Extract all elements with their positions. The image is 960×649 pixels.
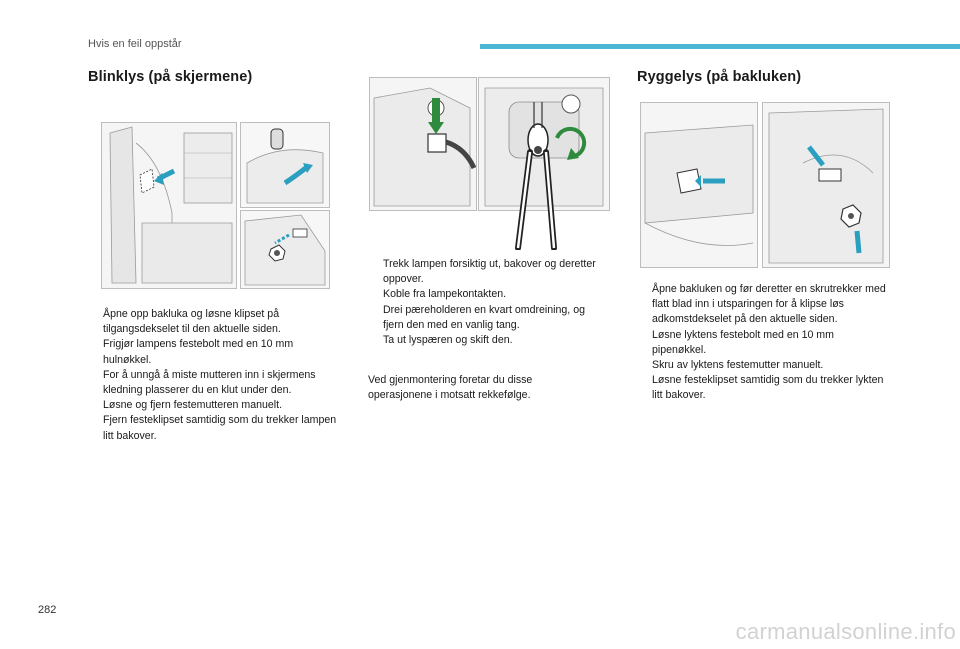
middle-instructions: Trekk lampen forsiktig ut, bakover og de… xyxy=(368,257,608,348)
list-item: Løsne festeklipset samtidig som du trekk… xyxy=(652,374,884,402)
list-item: Ta ut lyspæren og skift den. xyxy=(383,334,513,347)
list-item: Skru av lyktens festemutter manuelt. xyxy=(652,359,824,372)
tailgate-cover-drawing xyxy=(641,103,757,267)
illustration-bulb-holder xyxy=(478,77,610,211)
list-item: Drei pæreholderen en kvart omdreining, o… xyxy=(383,303,585,331)
section-title: Hvis en feil oppstår xyxy=(88,38,182,50)
right-instructions: Åpne bakluken og før deretter en skrutre… xyxy=(637,282,889,404)
fastening-nut-drawing xyxy=(241,211,329,288)
list-item: Åpne opp bakluka og løsne klipset på til… xyxy=(103,308,281,336)
list-item: For å unngå å miste mutteren inn i skjer… xyxy=(103,368,316,397)
illustration-cover-clip xyxy=(240,122,330,208)
list-item: Koble fra lampekontakten. xyxy=(383,288,507,301)
illustration-lamp-removal xyxy=(369,77,477,211)
left-instructions: Åpne opp bakluka og løsne klipset på til… xyxy=(88,307,338,444)
illustration-tailgate-cover xyxy=(640,102,758,268)
tailgate-nut-drawing xyxy=(763,103,889,267)
list-item: Trekk lampen forsiktig ut, bakover og de… xyxy=(383,258,596,286)
reassembly-note: Ved gjenmontering foretar du disse opera… xyxy=(368,374,533,402)
list-item: Løsne og fjern festemutteren manuelt. xyxy=(103,399,283,412)
illustration-boot-side-panel xyxy=(101,122,237,289)
header-accent-bar xyxy=(480,44,960,49)
watermark: carmanualsonline.info xyxy=(735,619,956,644)
list-item: Løsne lyktens festebolt med en 10 mm pip… xyxy=(652,328,834,356)
lamp-removal-drawing xyxy=(370,78,476,210)
list-item: Åpne bakluken og før deretter en skrutre… xyxy=(652,283,886,326)
cover-clip-drawing xyxy=(241,123,329,207)
illustration-tailgate-nut xyxy=(762,102,890,268)
pliers-icon xyxy=(515,102,557,251)
heading-ryggelys: Ryggelys (på bakluken) xyxy=(637,69,802,85)
list-item: Fjern festeklipset samtidig som du trekk… xyxy=(103,414,337,442)
illustration-fastening-nut xyxy=(240,210,330,289)
boot-side-panel-drawing xyxy=(102,123,236,288)
list-item: Frigjør lampens festebolt med en 10 mm h… xyxy=(103,338,294,366)
pliers-overlay xyxy=(508,100,568,251)
page-number: 282 xyxy=(38,604,57,616)
heading-blinklys: Blinklys (på skjermene) xyxy=(88,69,253,85)
